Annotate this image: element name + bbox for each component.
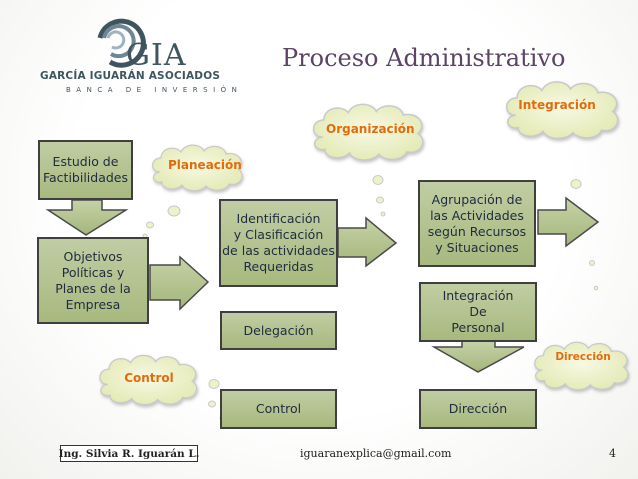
arrow-right-agrupacion (537, 196, 600, 248)
box-agrupacion: Agrupación de las Actividades según Recu… (418, 180, 536, 267)
page-title: Proceso Administrativo (282, 44, 566, 72)
box-identificacion: Identificación y Clasificación de las ac… (219, 199, 338, 287)
box-control: Control (220, 389, 337, 429)
logo-name: GARCÍA IGUARÁN ASOCIADOS (40, 70, 221, 82)
logo-mark-icon (97, 18, 146, 68)
logo-tagline: BANCA DE INVERSIÓN (66, 86, 243, 94)
cloud-direccion (534, 341, 629, 391)
logo: GIA GARCÍA IGUARÁN ASOCIADOS BANCA DE IN… (40, 12, 240, 102)
page-number: 4 (609, 447, 616, 460)
box-estudio-factibilidades: Estudio de Factibilidades (38, 140, 133, 200)
arrow-right-identificacion (337, 216, 398, 268)
logo-acronym: GIA (126, 38, 187, 73)
box-objetivos: Objetivos Políticas y Planes de la Empre… (37, 237, 149, 324)
cloud-label-organizacion: Organización (326, 122, 415, 136)
arrow-down-integracion (431, 340, 525, 373)
cloud-label-planeacion: Planeación (168, 158, 242, 172)
box-delegacion: Delegación (220, 311, 337, 350)
footer-author: Ing. Silvia R. Iguarán L. (59, 445, 199, 462)
arrow-down-estudio (45, 199, 129, 236)
arrow-right-objetivos (149, 255, 210, 311)
footer-email: iguaranexplica@gmail.com (300, 447, 452, 460)
cloud-label-control: Control (124, 371, 174, 385)
cloud-label-integracion: Integración (518, 98, 596, 112)
box-direccion: Dirección (419, 389, 537, 429)
cloud-label-direccion: Dirección (555, 351, 611, 363)
box-integracion-personal: Integración De Personal (419, 282, 537, 342)
